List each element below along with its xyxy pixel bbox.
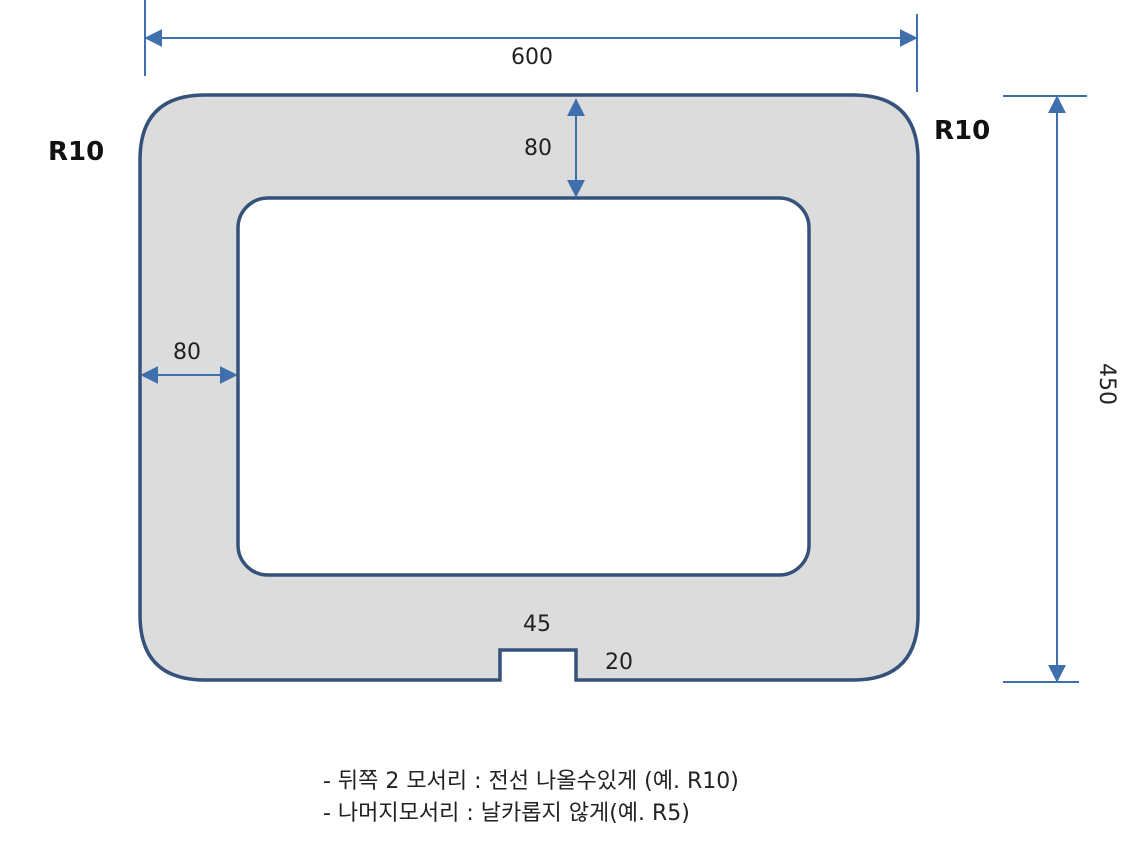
- inner-window: [236, 196, 811, 577]
- corner-radius-left-label: R10: [48, 137, 104, 167]
- notch-depth-label: 20: [605, 650, 633, 675]
- note-line: - 뒤쪽 2 모서리 : 전선 나올수있게 (예. R10): [323, 769, 739, 794]
- left-thickness-label: 80: [173, 340, 201, 365]
- note-line: - 나머지모서리 : 날카롭지 않게(예. R5): [323, 801, 690, 826]
- corner-radius-right-label: R10: [934, 116, 990, 146]
- top-thickness-label: 80: [524, 136, 552, 161]
- height-label: 450: [1094, 363, 1119, 405]
- notch-width-label: 45: [523, 612, 551, 637]
- notes: - 뒤쪽 2 모서리 : 전선 나올수있게 (예. R10) - 나머지모서리 …: [323, 766, 739, 830]
- width-label: 600: [511, 45, 553, 70]
